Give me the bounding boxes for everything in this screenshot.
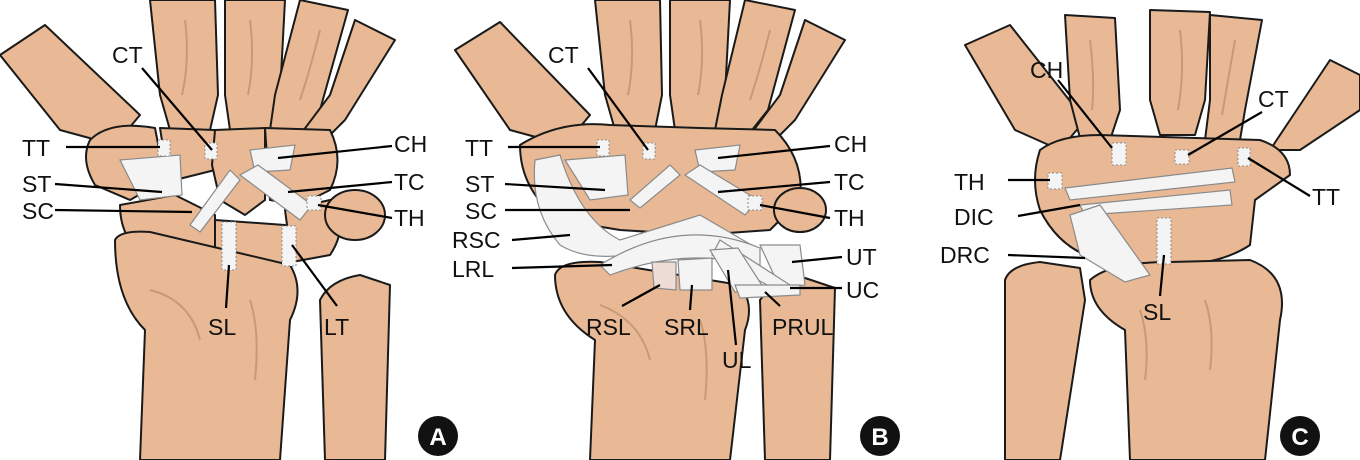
ulna-c	[1005, 262, 1085, 460]
radius-b	[555, 262, 749, 460]
radius-c	[1090, 260, 1282, 460]
ulna-b	[760, 278, 835, 460]
sl-ligament-a	[222, 222, 236, 270]
metacarpal-2-b	[595, 0, 662, 130]
label-tt-b: TT	[465, 135, 493, 161]
th-ligament-a	[307, 196, 321, 210]
label-srl: SRL	[664, 314, 709, 340]
label-th-a: TH	[394, 205, 425, 231]
label-ct-b: CT	[548, 42, 579, 68]
label-ch-a: CH	[394, 131, 427, 157]
label-tt-c: TT	[1312, 184, 1340, 210]
label-sl-c: SL	[1143, 299, 1171, 325]
label-tt-a: TT	[22, 135, 50, 161]
radius-a	[115, 232, 298, 460]
label-ch-b: CH	[834, 131, 867, 157]
label-ch-c: CH	[1030, 57, 1063, 83]
th-ligament-b	[748, 196, 762, 210]
label-uc: UC	[846, 277, 879, 303]
panel-badge-b-label: B	[871, 424, 888, 451]
ulna-a	[320, 275, 390, 460]
metacarpal-3-c	[1150, 10, 1210, 135]
label-prul: PRUL	[772, 314, 834, 340]
label-rsc: RSC	[452, 227, 501, 253]
panel-b: CT TT ST SC RSC LRL CH TC TH UT UC RSL S…	[452, 0, 900, 460]
panel-a: CT TT ST SC CH TC TH SL LT A	[0, 0, 458, 460]
label-dic: DIC	[954, 204, 994, 230]
label-st-a: ST	[22, 171, 51, 197]
label-sc-b: SC	[465, 198, 497, 224]
panel-badge-a-label: A	[429, 424, 446, 451]
panel-badge-c-label: C	[1291, 424, 1308, 451]
label-drc: DRC	[940, 242, 990, 268]
label-tc-a: TC	[394, 169, 425, 195]
rsl-ligament	[652, 262, 676, 290]
label-sc-a: SC	[22, 198, 54, 224]
label-ct-a: CT	[112, 42, 143, 68]
label-ut: UT	[846, 244, 877, 270]
ct-ligament-c	[1175, 150, 1189, 164]
tt-ligament-c	[1238, 148, 1250, 166]
th-ligament-c	[1048, 173, 1062, 189]
panel-c: CH CT TH TT DIC DRC SL C	[940, 10, 1360, 460]
ch-ligament-c	[1112, 143, 1126, 165]
label-th-c: TH	[954, 169, 985, 195]
metacarpal-2	[150, 0, 218, 130]
label-rsl: RSL	[586, 314, 631, 340]
metacarpal-4-c	[1205, 15, 1262, 140]
label-st-b: ST	[465, 171, 494, 197]
label-tc-b: TC	[834, 169, 865, 195]
label-sl-a: SL	[208, 314, 236, 340]
srl-ligament	[678, 258, 712, 290]
label-ul: UL	[722, 347, 752, 373]
label-th-b: TH	[834, 205, 865, 231]
label-ct-c: CT	[1258, 86, 1289, 112]
label-lrl: LRL	[452, 256, 494, 282]
label-lt-a: LT	[324, 314, 349, 340]
